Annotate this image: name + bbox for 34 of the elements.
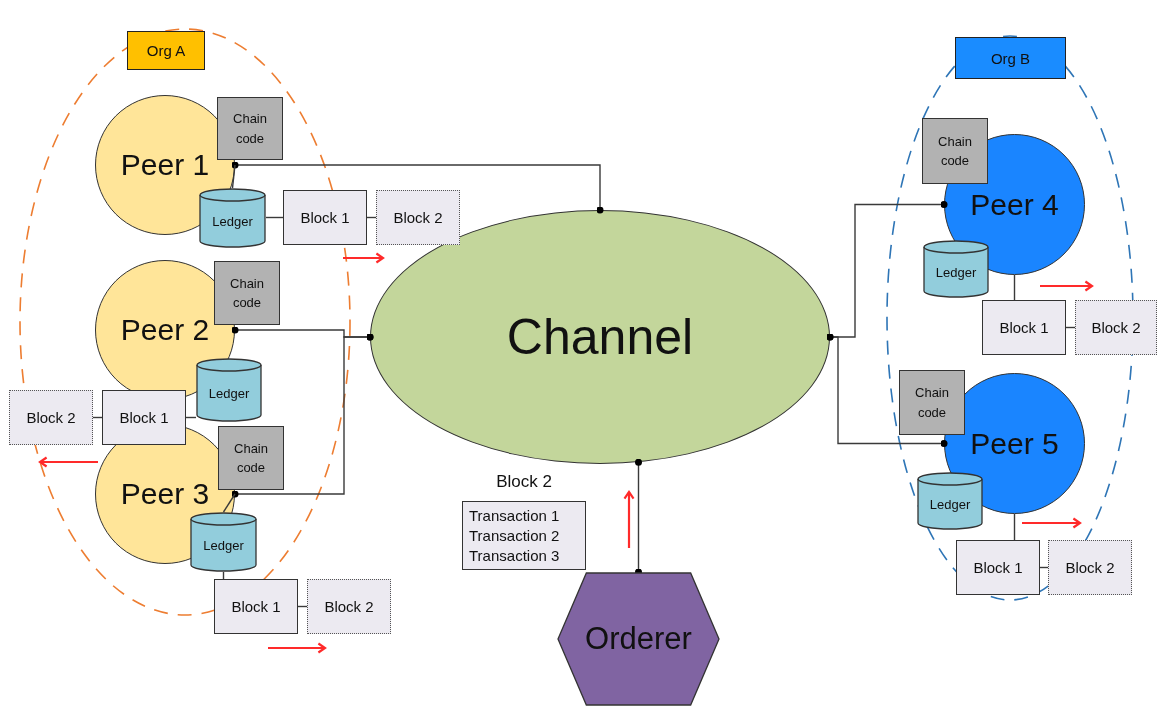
connector-line xyxy=(1013,513,1016,541)
pending-block-box: Block 2 xyxy=(1048,540,1132,595)
connector-line xyxy=(826,333,948,447)
pending-block-box: Block 2 xyxy=(307,579,391,634)
chaincode-box: Chain code xyxy=(922,118,988,184)
chaincode-box: Chain code xyxy=(899,370,965,435)
transaction-entry: Transaction 2 xyxy=(469,527,561,544)
transaction-entry: Transaction 3 xyxy=(469,547,561,564)
ledger-cylinder: Ledger xyxy=(190,512,257,572)
block-box: Block 1 xyxy=(283,190,367,245)
ledger-cylinder: Ledger xyxy=(199,188,266,248)
org-label: Org B xyxy=(955,37,1066,79)
pending-block-box: Block 2 xyxy=(9,390,93,445)
block-heading: Block 2 xyxy=(496,472,552,492)
pending-block-box: Block 2 xyxy=(376,190,460,245)
block-box: Block 1 xyxy=(982,300,1066,355)
ledger-cylinder: Ledger xyxy=(917,472,983,530)
block-box: Block 1 xyxy=(102,390,186,445)
pending-block-box: Block 2 xyxy=(1075,300,1157,355)
chaincode-box: Chain code xyxy=(217,97,283,160)
block-box: Block 1 xyxy=(956,540,1040,595)
connector-line xyxy=(1013,274,1016,301)
chaincode-box: Chain code xyxy=(214,261,280,325)
ledger-cylinder: Ledger xyxy=(923,240,989,298)
orderer-hexagon: Orderer xyxy=(557,572,720,706)
chaincode-box: Chain code xyxy=(218,426,284,490)
connector-line xyxy=(231,333,374,498)
connector-line xyxy=(231,161,604,214)
block-box: Block 1 xyxy=(214,579,298,634)
connector-line xyxy=(231,164,236,189)
connector-line xyxy=(222,493,236,513)
ledger-cylinder: Ledger xyxy=(196,358,262,422)
org-label: Org A xyxy=(127,31,205,70)
transaction-entry: Transaction 1 xyxy=(469,507,561,524)
